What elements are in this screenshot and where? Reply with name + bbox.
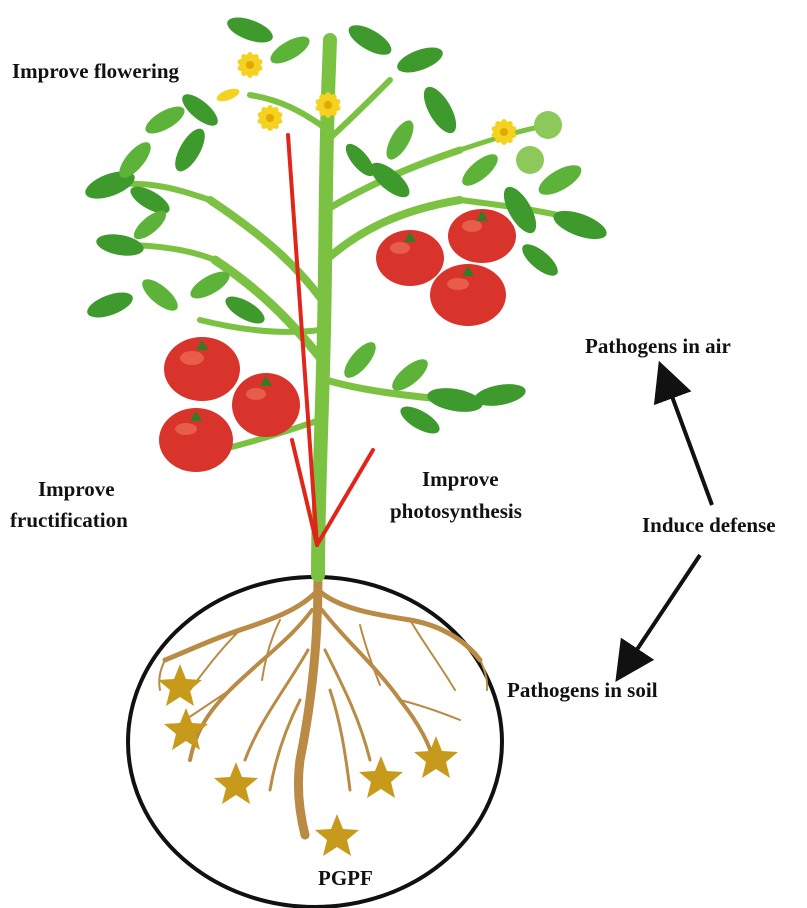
arrow-to-air <box>663 372 712 505</box>
label-pathogens-in-soil: Pathogens in soil <box>507 678 658 702</box>
label-improve-flowering: Improve flowering <box>12 59 180 83</box>
flower-icon <box>314 92 342 119</box>
label-induce-defense: Induce defense <box>642 513 776 537</box>
label-improve-photosynthesis-1: Improve <box>422 467 499 491</box>
green-fruit <box>516 146 544 174</box>
flower-icon <box>256 105 284 132</box>
label-pgpf: PGPF <box>318 866 373 890</box>
label-improve-fructification-1: Improve <box>38 477 115 501</box>
arrow-to-soil <box>622 555 700 672</box>
label-improve-photosynthesis-2: photosynthesis <box>390 499 522 523</box>
label-pathogens-in-air: Pathogens in air <box>585 334 731 358</box>
label-improve-fructification-2: fructification <box>10 508 128 532</box>
flower-icon <box>236 52 264 79</box>
green-fruit <box>534 111 562 139</box>
